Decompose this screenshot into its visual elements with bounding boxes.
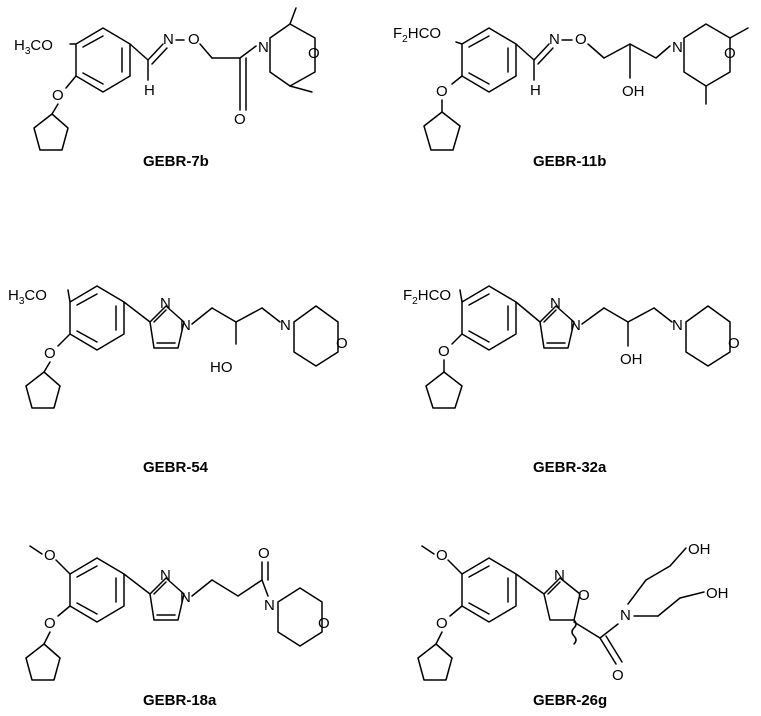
structure-gebr-18a: O O N N O N O GEBR-18a — [25, 545, 330, 709]
compound-label: GEBR-7b — [143, 153, 209, 170]
subscript: 2 — [402, 34, 408, 45]
atom-n: N — [258, 39, 269, 56]
atom-n: N — [620, 607, 631, 624]
atom-o: O — [44, 345, 56, 362]
atom-n: N — [672, 317, 683, 334]
atom-h: H — [144, 82, 155, 99]
atom-n: N — [672, 39, 683, 56]
subscript: 2 — [412, 296, 418, 307]
atom-o: O — [724, 45, 736, 62]
atom-o: O — [336, 335, 348, 352]
atom-o: O — [188, 31, 200, 48]
atom-n: N — [163, 31, 174, 48]
compound-label: GEBR-11b — [533, 153, 606, 170]
atom-o: O — [308, 45, 320, 62]
atom-n: N — [160, 567, 171, 584]
atom-o: O — [436, 615, 448, 632]
atom-o: O — [318, 615, 330, 632]
atom-ho: HO — [210, 359, 233, 376]
atom-n: N — [180, 589, 191, 606]
svg-text:H3CO: H3CO — [14, 37, 53, 57]
atom-n: N — [550, 295, 561, 312]
atom-oh: OH — [706, 585, 729, 602]
atom-label: F — [393, 25, 402, 42]
atom-label: H — [14, 37, 25, 54]
compound-label: GEBR-18a — [143, 692, 217, 709]
svg-text:F2HCO: F2HCO — [393, 25, 441, 45]
atom-label: H — [8, 287, 19, 304]
atom-label: CO — [24, 287, 47, 304]
subscript: 3 — [19, 296, 25, 307]
atom-label: F — [403, 287, 412, 304]
compound-label: GEBR-54 — [143, 459, 209, 476]
atom-o: O — [436, 547, 448, 564]
structure-gebr-26g: O O N O O N OH OH GEBR-26g — [417, 541, 729, 709]
compound-label: GEBR-32a — [533, 459, 607, 476]
atom-n: N — [264, 597, 275, 614]
atom-o: O — [728, 335, 740, 352]
atom-n: N — [554, 567, 565, 584]
atom-o: O — [44, 615, 56, 632]
atom-o: O — [438, 343, 450, 360]
atom-oh: OH — [620, 351, 643, 368]
atom-n: N — [570, 317, 581, 334]
atom-o: O — [258, 545, 270, 562]
structure-gebr-7b: H3CO O H N O O N O GEBR-7b — [14, 7, 320, 170]
svg-text:F2HCO: F2HCO — [403, 287, 451, 307]
atom-o: O — [52, 87, 64, 104]
atom-n: N — [180, 317, 191, 334]
atom-n: N — [160, 295, 171, 312]
atom-label: HCO — [408, 25, 441, 42]
atom-n: N — [549, 31, 560, 48]
atom-oh: OH — [622, 83, 645, 100]
atom-h: H — [530, 82, 541, 99]
atom-o: O — [44, 547, 56, 564]
structure-gebr-11b: F2HCO O H N O OH N O GEBR-11b — [393, 23, 749, 170]
svg-text:H3CO: H3CO — [8, 287, 47, 307]
atom-n: N — [280, 317, 291, 334]
compound-label: GEBR-26g — [533, 692, 607, 709]
atom-o: O — [612, 667, 624, 684]
structure-gebr-54: H3CO O N N HO N O GEBR-54 — [8, 285, 348, 476]
subscript: 3 — [25, 46, 31, 57]
atom-label: HCO — [418, 287, 451, 304]
atom-o: O — [575, 31, 587, 48]
structure-gebr-32a: F2HCO O N N OH N O GEBR-32a — [403, 285, 740, 476]
atom-o: O — [234, 111, 246, 128]
atom-o: O — [578, 587, 590, 604]
atom-label: CO — [30, 37, 53, 54]
atom-o: O — [436, 83, 448, 100]
atom-oh: OH — [688, 541, 711, 558]
